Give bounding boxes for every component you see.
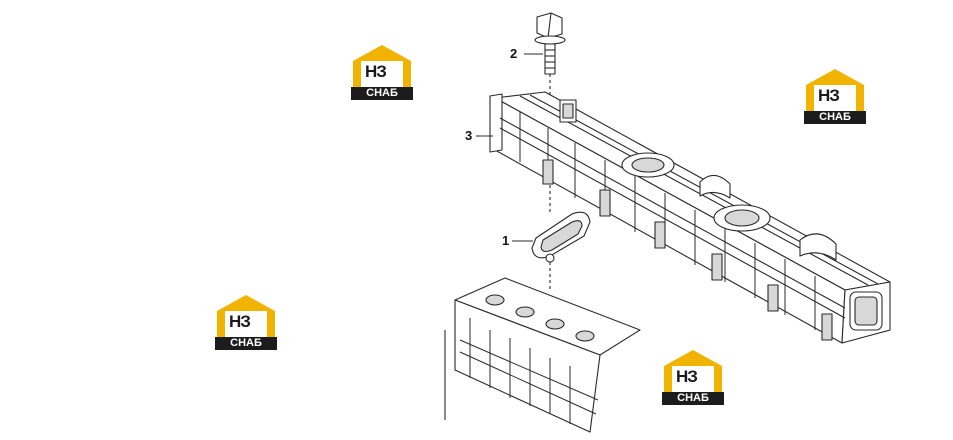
logo-mark: НЗ [365,62,387,81]
callout-2: 2 [510,46,518,61]
bolt-part [534,12,566,100]
house-logo-icon [806,69,864,111]
logo-caption: СНАБ [804,111,866,124]
logo-mark: НЗ [229,312,251,331]
watermark-logo: НЗ СНАБ [662,348,724,406]
house-logo-icon [664,350,722,392]
cylinder-head-part [444,277,641,433]
logo-mark: НЗ [818,86,840,105]
logo-caption: СНАБ [662,392,724,405]
logo-mark: НЗ [676,367,698,386]
house-logo-icon [217,295,275,337]
watermark-logo: НЗ СНАБ [804,67,866,125]
callout-3: 3 [465,128,473,143]
exhaust-manifold-part [489,91,891,344]
callout-1: 1 [502,233,510,248]
logo-caption: СНАБ [215,337,277,350]
watermark-logo: НЗ СНАБ [351,43,413,101]
gasket-part [531,185,591,290]
house-logo-icon [353,45,411,87]
watermark-logo: НЗ СНАБ [215,293,277,351]
logo-caption: СНАБ [351,87,413,100]
